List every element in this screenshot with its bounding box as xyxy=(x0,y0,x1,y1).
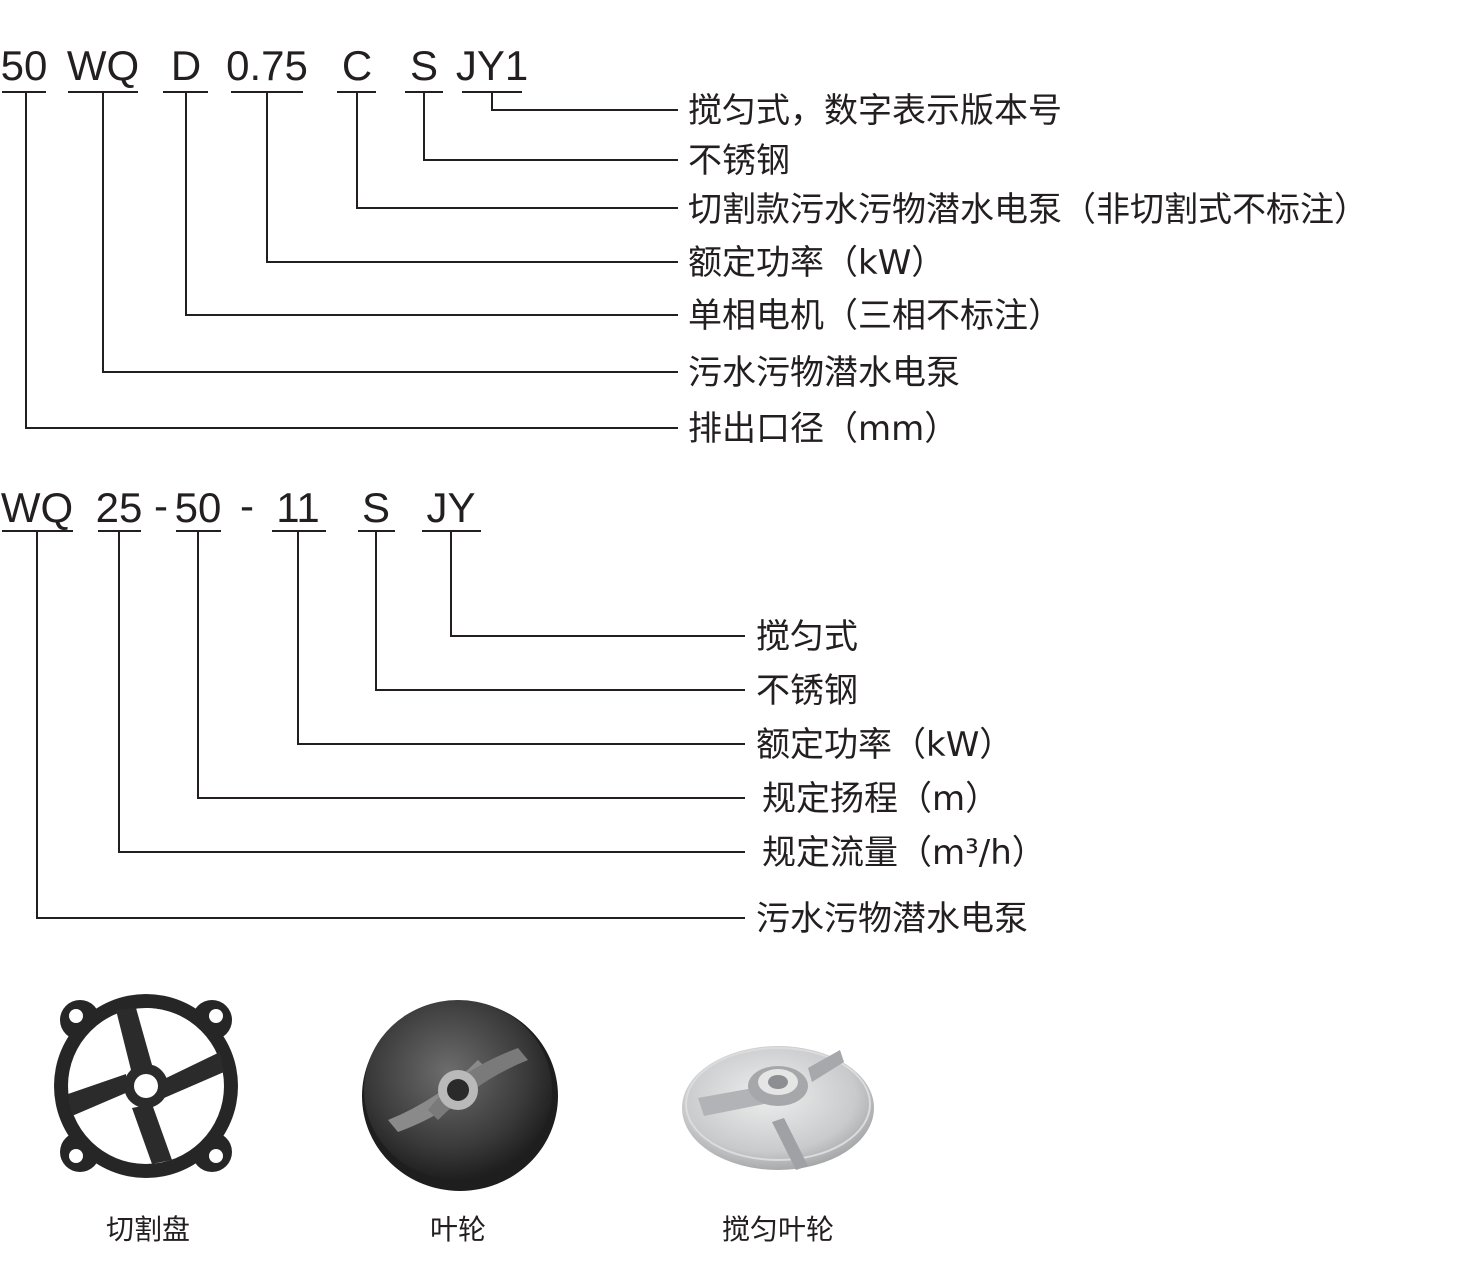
model-1-code-cutting: C xyxy=(342,42,372,89)
model-2-code-pump-type: WQ xyxy=(1,484,73,531)
model-1-code-phase: D xyxy=(171,42,201,89)
model-1-leaders xyxy=(25,92,678,429)
model-2-code-flow: 25 xyxy=(96,484,143,531)
caption-impeller: 叶轮 xyxy=(430,1213,486,1246)
caption-mixing-impeller: 搅匀叶轮 xyxy=(722,1213,834,1246)
model-1-code-pump-type: WQ xyxy=(67,42,139,89)
model-1-desc-phase: 单相电机（三相不标注） xyxy=(688,296,1062,336)
cutting-disc-icon xyxy=(54,994,238,1178)
model-1-code-diameter: 50 xyxy=(1,42,48,89)
model-1-desc-cutting: 切割款污水污物潜水电泵（非切割式不标注） xyxy=(688,190,1368,230)
model-2-desc-pump-type: 污水污物潜水电泵 xyxy=(756,899,1028,939)
model-2-code-head: 50 xyxy=(175,484,222,531)
model-2-desc-flow: 规定流量（m³/h） xyxy=(762,833,1046,873)
model-2-group: WQ 25 - 50 - 11 S JY 搅匀式 不锈钢 额定功率（kW） 规定… xyxy=(1,482,1046,939)
model-2-leaders xyxy=(36,531,745,919)
mixing-impeller-icon xyxy=(682,1046,874,1170)
model-1-desc-mixing: 搅匀式，数字表示版本号 xyxy=(688,91,1062,131)
model-1-desc-material: 不锈钢 xyxy=(688,141,790,181)
model-1-code-material: S xyxy=(410,42,438,89)
caption-cutting-disc: 切割盘 xyxy=(106,1213,190,1246)
model-1-code-power: 0.75 xyxy=(226,42,308,89)
model-2-code-mixing: JY xyxy=(426,484,475,531)
model-2-desc-material: 不锈钢 xyxy=(756,671,858,711)
model-2-code-material: S xyxy=(362,484,390,531)
model-2-separator-2: - xyxy=(240,482,254,529)
model-2-code-power: 11 xyxy=(276,484,320,531)
model-2-desc-mixing: 搅匀式 xyxy=(756,617,858,657)
model-1-group: 50 WQ D 0.75 C S JY1 搅匀式，数字表示版本号 xyxy=(1,42,1368,449)
impeller-icon xyxy=(362,1000,558,1191)
model-2-desc-head: 规定扬程（m） xyxy=(762,779,999,819)
model-1-desc-diameter: 排出口径（mm） xyxy=(688,409,958,449)
model-2-separator-1: - xyxy=(154,482,168,529)
model-1-desc-power: 额定功率（kW） xyxy=(688,243,945,283)
model-1-code-mixing: JY1 xyxy=(456,42,528,89)
model-2-desc-power: 额定功率（kW） xyxy=(756,725,1013,765)
model-1-desc-pump-type: 污水污物潜水电泵 xyxy=(688,353,960,393)
